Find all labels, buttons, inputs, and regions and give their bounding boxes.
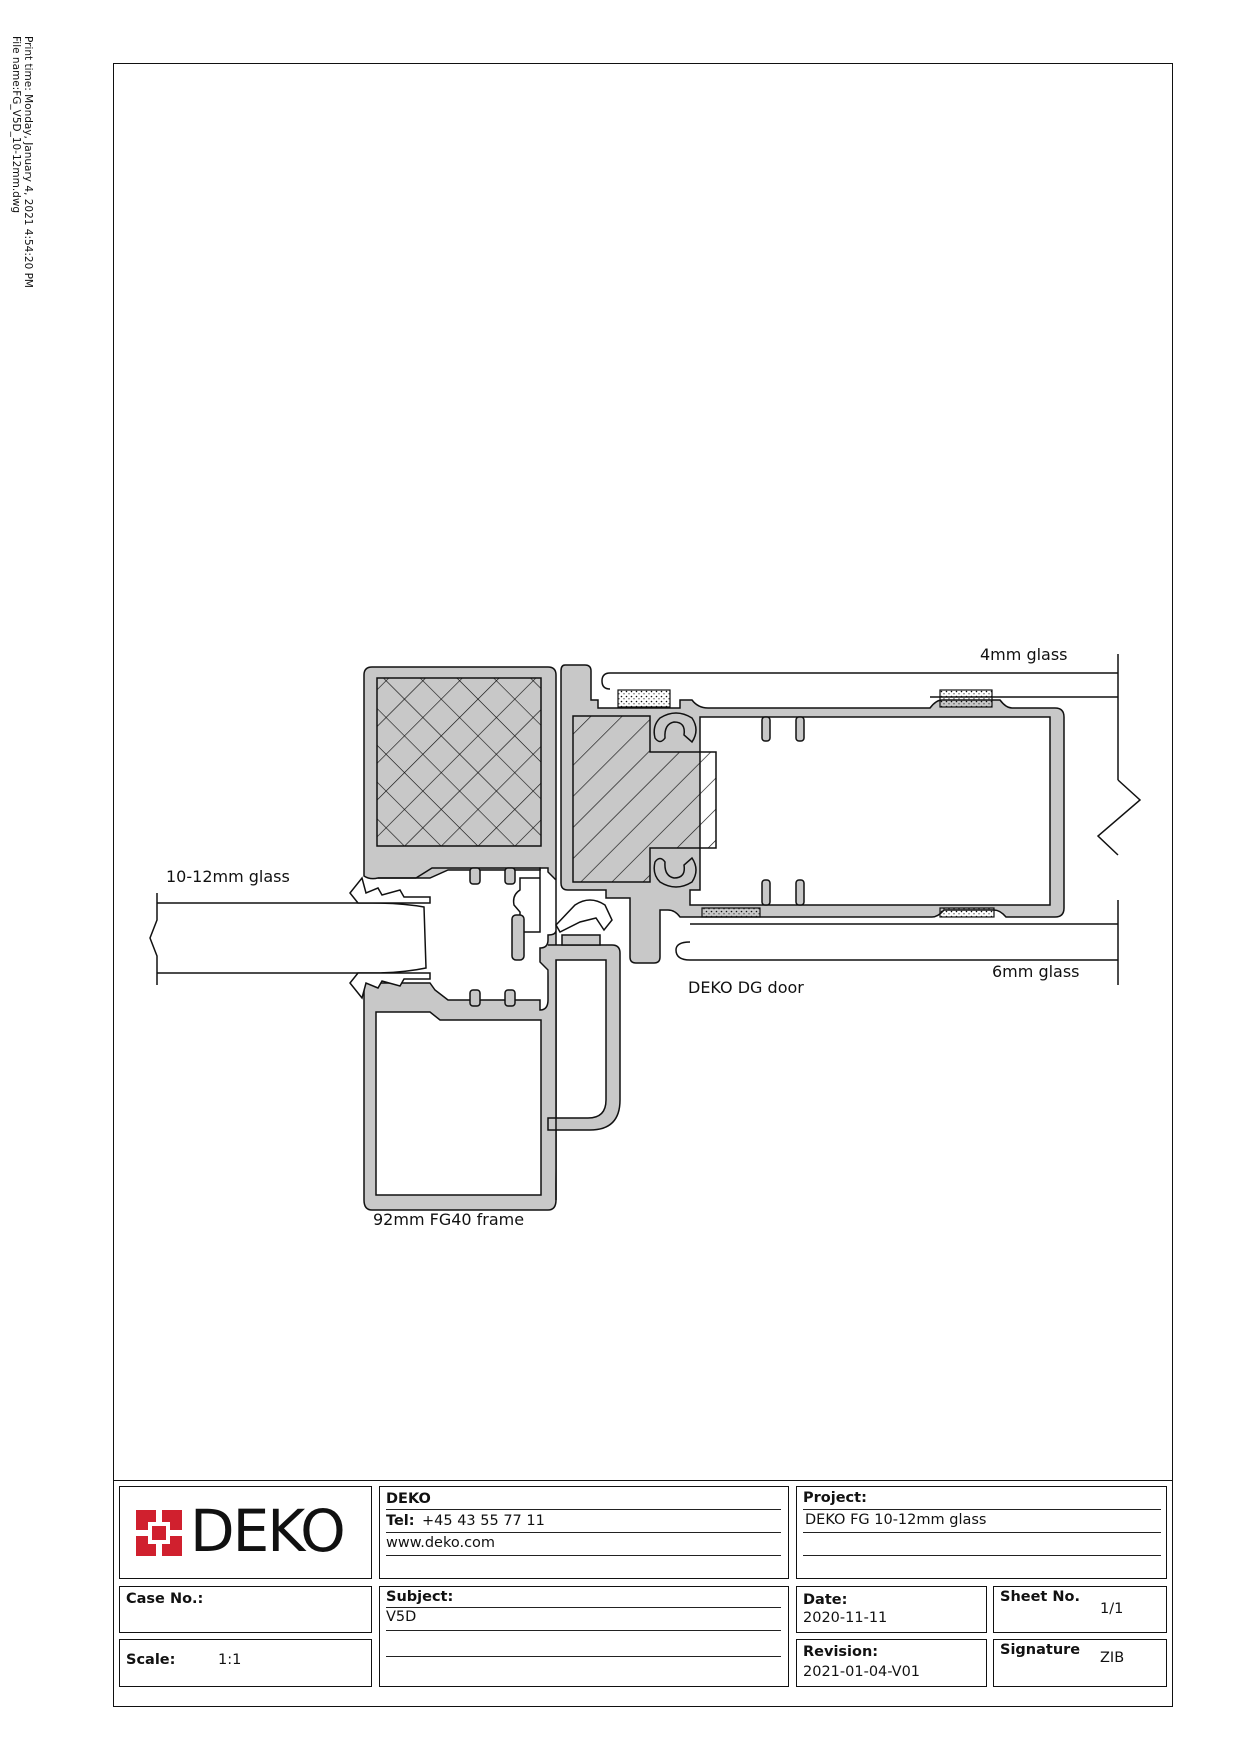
company-tel: +45 43 55 77 11	[422, 1513, 545, 1529]
project-box: Project: DEKO FG 10-12mm glass	[796, 1486, 1167, 1579]
door-webs	[761, 716, 805, 906]
signature-value: ZIB	[1100, 1650, 1125, 1666]
label-4mm-glass: 4mm glass	[980, 645, 1068, 664]
subject-value: V5D	[386, 1609, 417, 1625]
label-door: DEKO DG door	[688, 978, 804, 997]
break-symbol-right	[1096, 779, 1142, 856]
door-seal	[555, 899, 613, 946]
case-no-label: Case No.:	[126, 1591, 204, 1607]
signature-label: Signature	[1000, 1642, 1081, 1658]
frame-glass-flanges	[469, 867, 525, 1007]
company-name: DEKO	[386, 1491, 431, 1507]
project-label: Project:	[803, 1490, 867, 1506]
deko-logo-icon	[136, 1510, 182, 1556]
case-no-box: Case No.:	[119, 1586, 372, 1633]
project-value: DEKO FG 10-12mm glass	[805, 1512, 987, 1528]
signature-box: Signature ZIB	[993, 1639, 1167, 1687]
glass-10-12mm	[149, 893, 427, 985]
title-block	[113, 1480, 1173, 1707]
logo-wordmark: DEKO	[190, 1497, 346, 1565]
glazing-tapes	[617, 689, 995, 918]
scale-label: Scale:	[126, 1652, 176, 1668]
sheet-no-value: 1/1	[1100, 1601, 1124, 1617]
date-box: Date: 2020-11-11	[796, 1586, 987, 1633]
subject-box: Subject: V5D	[379, 1586, 789, 1687]
sheet-no-box: Sheet No. 1/1	[993, 1586, 1167, 1633]
frame-lower-chamber	[375, 1011, 542, 1196]
revision-value: 2021-01-04-V01	[803, 1664, 921, 1680]
scale-value: 1:1	[218, 1652, 242, 1668]
company-tel-label: Tel:	[386, 1513, 415, 1529]
frame-upper-insulation	[376, 677, 542, 847]
door-grooves	[653, 712, 697, 888]
door-core	[572, 715, 717, 883]
sheet-no-label: Sheet No.	[1000, 1589, 1081, 1605]
scale-box: Scale: 1:1	[119, 1639, 372, 1687]
company-box: DEKO Tel: +45 43 55 77 11 www.deko.com	[379, 1486, 789, 1579]
date-label: Date:	[803, 1592, 848, 1608]
label-6mm-glass: 6mm glass	[992, 962, 1080, 981]
date-value: 2020-11-11	[803, 1610, 888, 1626]
glass-6mm	[675, 900, 1119, 985]
door-inner	[689, 716, 1051, 906]
revision-label: Revision:	[803, 1644, 879, 1660]
label-frame: 92mm FG40 frame	[373, 1210, 525, 1229]
logo-box: DEKO	[119, 1486, 372, 1579]
subject-label: Subject:	[386, 1589, 454, 1605]
revision-box: Revision: 2021-01-04-V01	[796, 1639, 987, 1687]
frame-glazing-bead	[378, 867, 541, 933]
frame-side-extension	[547, 944, 621, 1200]
glazing-gaskets	[349, 876, 431, 1000]
label-10-12mm-glass: 10-12mm glass	[166, 867, 290, 886]
company-web: www.deko.com	[386, 1535, 496, 1551]
